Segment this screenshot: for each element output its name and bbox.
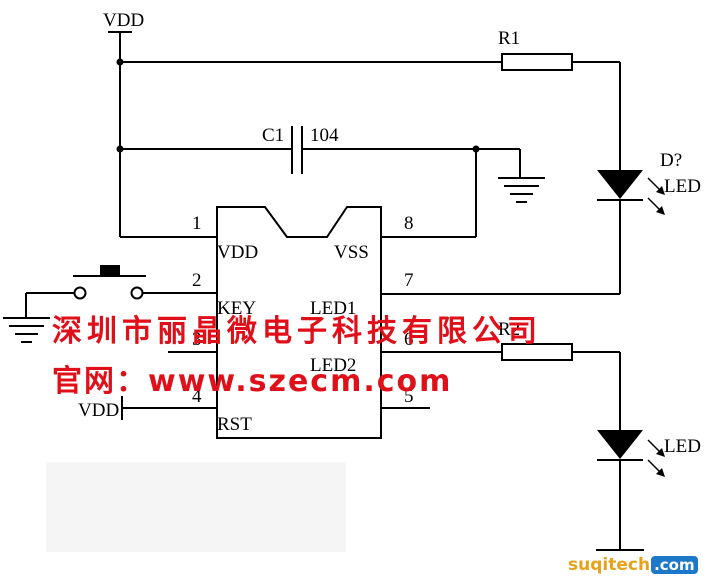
pin7-wire bbox=[381, 200, 621, 295]
resistor-r2: R2 bbox=[381, 319, 621, 430]
d-ref-label: D? bbox=[660, 150, 682, 171]
pin8-wire bbox=[381, 149, 477, 238]
ground-symbol bbox=[498, 149, 545, 203]
pin6-name: LED1 bbox=[310, 298, 356, 319]
pin1-number: 1 bbox=[192, 213, 202, 234]
ic-pin-labels: 1 VDD 2 KEY 3 4 RST 8 VSS 7 6 LED1 5 LED… bbox=[192, 213, 414, 435]
pin2-number: 2 bbox=[192, 270, 202, 291]
resistor-r1: R1 bbox=[498, 28, 621, 170]
vdd-top-label: VDD bbox=[103, 10, 144, 31]
pin4-number: 4 bbox=[192, 386, 202, 407]
junction-dot bbox=[116, 58, 124, 66]
background-artifact bbox=[46, 462, 346, 552]
r1-label: R1 bbox=[498, 28, 520, 49]
key-switch bbox=[25, 265, 217, 318]
watermark-website: 官网：www.szecm.com bbox=[52, 364, 453, 399]
badge-name: suqitech bbox=[568, 555, 651, 575]
ic-body bbox=[216, 206, 382, 439]
rst-vdd: VDD bbox=[78, 396, 217, 421]
pin6-number: 6 bbox=[404, 329, 414, 350]
badge-domain: .com bbox=[651, 556, 698, 574]
pin7-number: 7 bbox=[404, 270, 414, 291]
c1-value: 104 bbox=[310, 125, 339, 146]
led-bottom-label: LED bbox=[664, 436, 701, 457]
vdd-rail bbox=[116, 58, 502, 238]
capacitor-c1: C1 104 bbox=[120, 125, 520, 174]
pin1-name: VDD bbox=[217, 242, 258, 263]
led-d2: LED bbox=[596, 430, 701, 551]
led-top-label: LED bbox=[664, 176, 701, 197]
key-button bbox=[100, 265, 120, 276]
pin3-number: 3 bbox=[192, 329, 202, 350]
pin5-name: LED2 bbox=[310, 355, 356, 376]
pin4-name: RST bbox=[217, 414, 252, 435]
r2-label: R2 bbox=[498, 319, 520, 340]
c1-label: C1 bbox=[262, 125, 284, 146]
led-d1: D? LED bbox=[597, 150, 701, 215]
pin2-name: KEY bbox=[217, 298, 256, 319]
watermark-company: 深圳市丽晶微电子科技有限公司 bbox=[52, 314, 542, 349]
vdd-supply-top: VDD bbox=[103, 10, 144, 62]
ground-symbol-key bbox=[3, 317, 50, 343]
pin8-number: 8 bbox=[404, 213, 414, 234]
pin5-number: 5 bbox=[404, 386, 414, 407]
pin8-name: VSS bbox=[334, 242, 369, 263]
site-badge: suqitech .com bbox=[568, 552, 698, 578]
vdd-rst-label: VDD bbox=[78, 400, 119, 421]
